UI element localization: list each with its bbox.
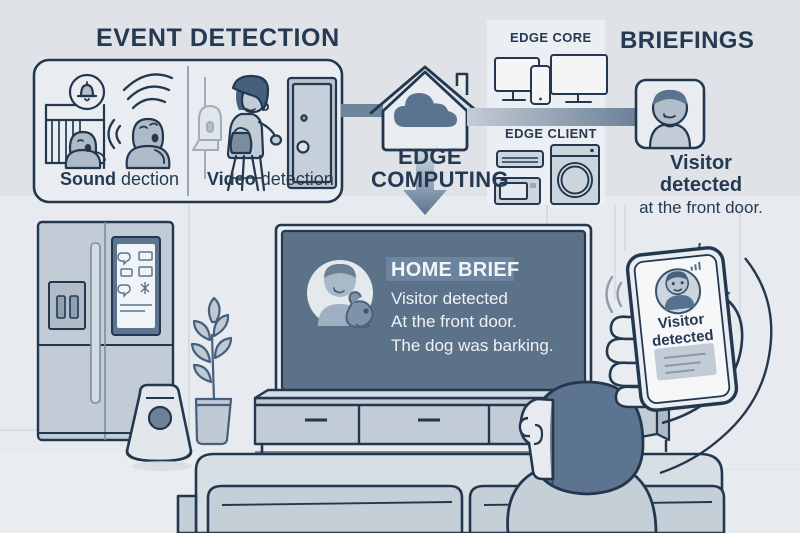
sound-detection-caption: Sound dection (60, 169, 179, 190)
tv-brief-body: Visitor detected At the front door. The … (391, 287, 554, 357)
smartphone (605, 246, 739, 412)
tv-home-brief-badge: HOME BRIEF (391, 259, 520, 281)
briefings-message-line-1: Visitor (670, 152, 732, 174)
connector-detection-to-edge (341, 104, 383, 117)
sound-wave-icon (605, 275, 623, 314)
potted-plant (190, 296, 233, 446)
tv-brief-line-3: The dog was barking. (391, 335, 554, 355)
arrow-to-briefings (467, 96, 700, 138)
edge-computing-heading-line2: COMPUTING (371, 167, 510, 192)
video-detection-caption-light: detection (260, 169, 334, 189)
viewer-person (506, 380, 658, 533)
sound-detection-caption-strong: Sound (60, 169, 116, 189)
edge-client-devices (494, 144, 600, 205)
edge-computing-heading-line1: EDGE (398, 144, 462, 169)
edge-core-heading: EDGE CORE (510, 30, 592, 45)
phone-screen-content (654, 268, 717, 381)
sound-detection-caption-light: dection (121, 169, 180, 189)
event-detection-heading: EVENT DETECTION (96, 24, 340, 52)
tv-brief-line-1: Visitor detected (391, 289, 508, 308)
briefings-message: Visitor detected at the front door. (636, 152, 766, 217)
briefings-message-line-3: at the front door. (639, 197, 763, 217)
house-cloud-icon (369, 65, 481, 152)
home-brief-badge-bg (386, 257, 514, 281)
tv-brief-line-2: At the front door. (391, 312, 517, 332)
smart-speaker (125, 383, 193, 471)
arrow-to-tv (403, 152, 447, 215)
signal-bars-icon (690, 261, 701, 271)
briefings-heading: BRIEFINGS (620, 27, 755, 54)
edge-core-devices (494, 54, 608, 105)
briefings-message-line-2: detected (659, 174, 743, 197)
video-detection-caption: Video detection (207, 169, 334, 190)
video-detection-illustration (192, 74, 338, 192)
sound-detection-illustration (44, 73, 174, 170)
hand-holding-phone (605, 242, 773, 475)
briefings-avatar-card (634, 78, 706, 150)
smart-refrigerator (36, 220, 175, 442)
video-detection-caption-strong: Video (207, 169, 256, 189)
edge-client-heading: EDGE CLIENT (505, 126, 597, 141)
tv-avatar (307, 260, 374, 329)
